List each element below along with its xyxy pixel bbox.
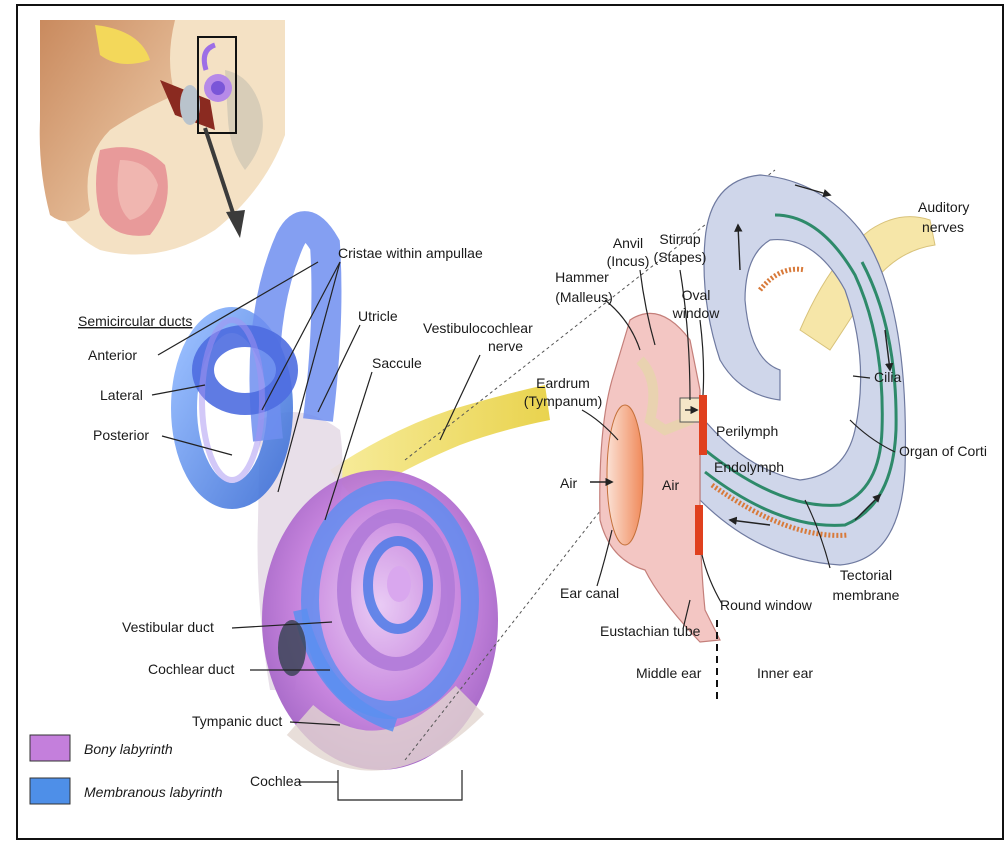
- label-perilymph: Perilymph: [716, 423, 778, 439]
- legend-swatch-membranous: [30, 778, 70, 804]
- label-eardrum-2: (Tympanum): [524, 393, 603, 409]
- label-organ-of-corti: Organ of Corti: [899, 443, 987, 459]
- label-air-middle: Air: [662, 477, 679, 493]
- label-vestibulocochlear-1: Vestibulocochlear: [423, 320, 533, 336]
- legend-label-bony: Bony labyrinth: [84, 741, 173, 757]
- label-eardrum-1: Eardrum: [536, 375, 590, 391]
- right-labels: Auditory nerves Anvil (Incus) Stirrup (S…: [524, 199, 987, 681]
- legend-swatch-bony: [30, 735, 70, 761]
- label-anvil-1: Anvil: [613, 235, 643, 251]
- label-hammer-2: (Malleus): [555, 289, 613, 305]
- semicircular-ducts-heading: Semicircular ducts: [78, 313, 192, 329]
- ear-inset-illustration: [40, 20, 285, 255]
- label-cochlea: Cochlea: [250, 773, 302, 789]
- label-middle-ear: Middle ear: [636, 665, 702, 681]
- label-cilia: Cilia: [874, 369, 901, 385]
- legend: Bony labyrinth Membranous labyrinth: [30, 735, 223, 804]
- label-vestibulocochlear-2: nerve: [488, 338, 523, 354]
- label-endolymph: Endolymph: [714, 459, 784, 475]
- label-cristae: Cristae within ampullae: [338, 245, 483, 261]
- label-vestibular-duct: Vestibular duct: [122, 619, 214, 635]
- label-tympanic-duct: Tympanic duct: [192, 713, 282, 729]
- label-auditory-2: nerves: [922, 219, 964, 235]
- label-auditory-1: Auditory: [918, 199, 969, 215]
- label-oval-2: window: [672, 305, 721, 321]
- label-inner-ear: Inner ear: [757, 665, 813, 681]
- label-cochlear-duct: Cochlear duct: [148, 661, 234, 677]
- label-stirrup-1: Stirrup: [659, 231, 700, 247]
- label-eustachian-tube: Eustachian tube: [600, 623, 701, 639]
- label-hammer-1: Hammer: [555, 269, 609, 285]
- label-ear-canal: Ear canal: [560, 585, 619, 601]
- label-tectorial-2: membrane: [833, 587, 900, 603]
- legend-label-membranous: Membranous labyrinth: [84, 784, 223, 800]
- label-anterior: Anterior: [88, 347, 137, 363]
- label-air-outer: Air: [560, 475, 577, 491]
- label-saccule: Saccule: [372, 355, 422, 371]
- label-round-window: Round window: [720, 597, 813, 613]
- label-oval-1: Oval: [682, 287, 711, 303]
- label-tectorial-1: Tectorial: [840, 567, 892, 583]
- label-lateral: Lateral: [100, 387, 143, 403]
- label-stirrup-2: (Stapes): [654, 249, 707, 265]
- label-posterior: Posterior: [93, 427, 149, 443]
- label-utricle: Utricle: [358, 308, 398, 324]
- label-anvil-2: (Incus): [607, 253, 650, 269]
